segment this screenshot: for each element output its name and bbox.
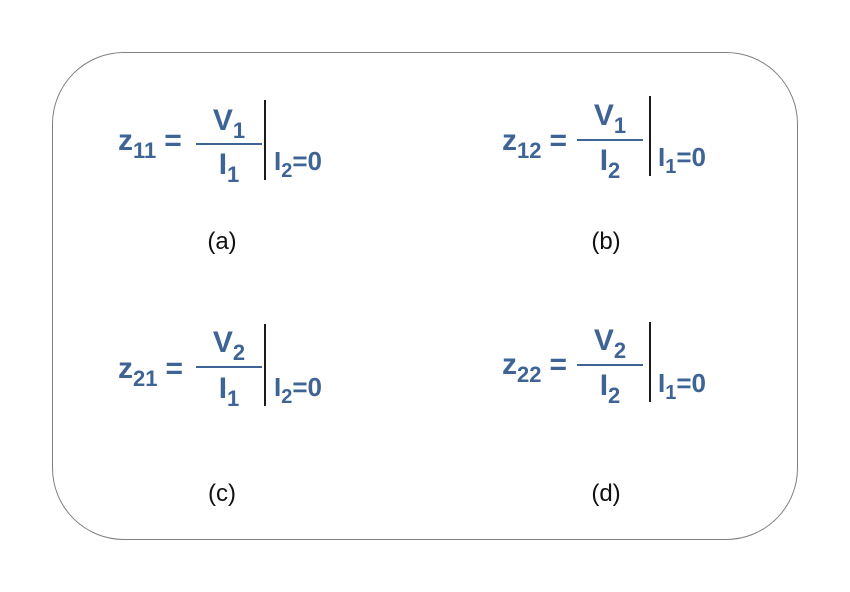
numerator: V2 [212,326,246,365]
numerator: V1 [212,104,246,143]
numerator: V1 [593,99,627,138]
condition: I1=0 [658,142,707,178]
denominator: I2 [599,144,621,183]
lhs-sub: 11 [133,138,157,163]
equation-panel [52,52,798,540]
lhs-z21: z21= [118,352,184,391]
fraction-bar [196,143,262,145]
equals-sign: = [164,124,182,157]
label-c: (c) [208,480,236,507]
lhs-var: z [118,124,133,157]
lhs-z22: z22= [502,348,568,387]
evaluation-bar [649,96,651,176]
label-b: (b) [591,228,621,255]
label-a: (a) [207,228,237,255]
denominator: I2 [599,369,621,408]
numerator: V2 [593,324,627,363]
evaluation-bar [264,324,266,406]
condition: I2=0 [274,372,323,408]
lhs-z12: z12= [502,124,568,163]
condition: I1=0 [658,368,707,404]
denominator: I1 [218,372,240,411]
label-d: (d) [591,480,621,507]
fraction-bar [196,366,262,368]
condition: I2=0 [274,146,323,182]
lhs-z11: z11 = [118,124,182,163]
evaluation-bar [649,322,651,402]
denominator: I1 [218,148,240,187]
evaluation-bar [264,100,266,180]
fraction-bar [577,364,643,366]
fraction-bar [577,139,643,141]
